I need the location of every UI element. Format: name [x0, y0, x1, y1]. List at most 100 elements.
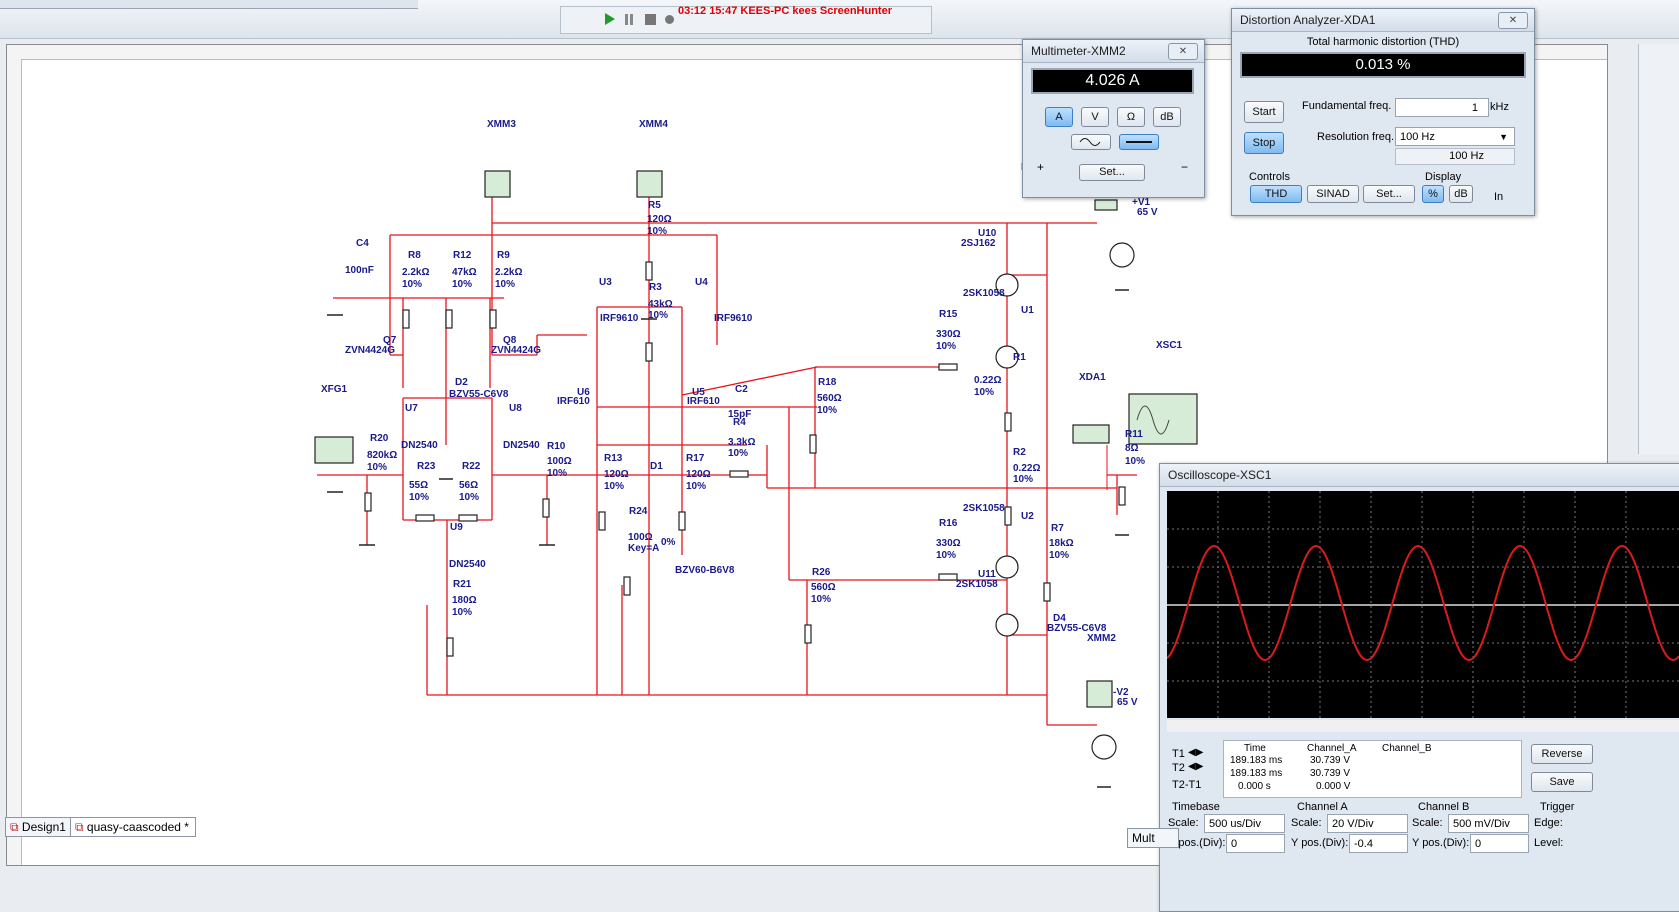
- label-d4t: BZV55-C6V8: [1047, 623, 1107, 634]
- run-icon[interactable]: [605, 13, 615, 25]
- close-icon[interactable]: ✕: [1168, 43, 1198, 60]
- percent-button[interactable]: %: [1422, 185, 1444, 203]
- label-q7: Q7: [383, 335, 397, 346]
- tab-quasy-label: quasy-caascoded *: [86, 820, 189, 834]
- label-r22: R22: [462, 461, 481, 472]
- multimeter-readout: 4.026 A: [1031, 68, 1194, 94]
- instrument-toolbar: [1608, 44, 1679, 454]
- stop-button[interactable]: Stop: [1244, 132, 1284, 154]
- row1-channel-a: 30.739 V: [1310, 755, 1351, 766]
- ohms-button[interactable]: Ω: [1117, 107, 1145, 127]
- set-button[interactable]: Set...: [1363, 185, 1415, 203]
- label-r21v: 180Ω: [452, 595, 477, 606]
- label-r11v: 8Ω: [1125, 443, 1139, 454]
- label-r9v: 2.2kΩ: [495, 267, 523, 278]
- label-u7t: DN2540: [401, 440, 438, 451]
- label-r21: R21: [453, 579, 472, 590]
- label-bzv60: BZV60-B6V8: [675, 565, 735, 576]
- reverse-button[interactable]: Reverse: [1531, 744, 1593, 764]
- label-d4: D4: [1053, 613, 1066, 624]
- label-r10t: 10%: [547, 468, 568, 479]
- channel-b-header: Channel_B: [1382, 743, 1432, 754]
- fundamental-freq-unit: kHz: [1490, 101, 1509, 113]
- label-c4v: 100nF: [345, 265, 374, 276]
- close-icon[interactable]: ✕: [1498, 12, 1528, 29]
- resolution-freq-value: 100 Hz: [1400, 131, 1435, 143]
- t2-arrows[interactable]: ◀▶: [1188, 761, 1204, 772]
- label-r13v: 120Ω: [604, 469, 629, 480]
- amps-button[interactable]: A: [1045, 107, 1073, 127]
- label-u3: U3: [599, 277, 612, 288]
- sinad-button[interactable]: SINAD: [1307, 185, 1359, 203]
- label-r3v: 43kΩ: [648, 299, 673, 310]
- ac-button[interactable]: [1071, 134, 1111, 150]
- t1-arrows[interactable]: ◀▶: [1188, 747, 1204, 758]
- set-button[interactable]: Set...: [1079, 164, 1145, 181]
- stop-icon[interactable]: [645, 14, 656, 25]
- label-r24v: 100Ω: [628, 532, 653, 543]
- dc-button[interactable]: [1119, 134, 1159, 150]
- start-button[interactable]: Start: [1244, 101, 1284, 123]
- label-r8v: 2.2kΩ: [402, 267, 430, 278]
- thd-button[interactable]: THD: [1250, 185, 1302, 203]
- tab-multimeter[interactable]: Mult: [1127, 828, 1179, 848]
- cursor-readout-table: Time Channel_A Channel_B 189.183 ms 30.7…: [1223, 740, 1522, 798]
- label-c2v: 15pF: [728, 409, 752, 420]
- multimeter-title: Multimeter-XMM2: [1023, 40, 1204, 63]
- label-r13t: 10%: [604, 481, 625, 492]
- resolution-freq-select[interactable]: 100 Hz ▼: [1395, 127, 1515, 146]
- time-header: Time: [1244, 743, 1266, 754]
- controls-label: Controls: [1249, 171, 1290, 183]
- volts-button[interactable]: V: [1081, 107, 1109, 127]
- resolution-freq-label: Resolution freq.: [1317, 131, 1395, 143]
- timebase-scale-input[interactable]: 500 us/Div: [1204, 814, 1285, 833]
- row3-time: 0.000 s: [1238, 781, 1271, 792]
- t1-label: T1: [1172, 748, 1185, 760]
- xpos-input[interactable]: 0: [1226, 834, 1285, 853]
- label-u6t: IRF610: [557, 396, 590, 407]
- grounds: [327, 289, 1129, 788]
- label-r26t: 10%: [811, 594, 832, 605]
- db-button[interactable]: dB: [1153, 107, 1181, 127]
- label-r4v: 3.3kΩ: [728, 437, 756, 448]
- save-button[interactable]: Save: [1531, 772, 1593, 792]
- scope-screen[interactable]: [1167, 491, 1679, 718]
- label-r17: R17: [686, 453, 705, 464]
- channel-a-ypos-input[interactable]: -0.4: [1349, 834, 1408, 853]
- scope-scrollbar[interactable]: [1167, 720, 1679, 732]
- step-icon[interactable]: [665, 15, 674, 24]
- tab-design1-label: Design1: [21, 820, 66, 834]
- label-r11: R11: [1125, 429, 1143, 440]
- tab-quasy-caascoded[interactable]: ⧉ quasy-caascoded *: [70, 817, 196, 837]
- channel-b-scale-label: Scale:: [1412, 817, 1443, 829]
- label-r24p: 0%: [661, 537, 676, 548]
- channel-a-scale-label: Scale:: [1291, 817, 1322, 829]
- label-r4t: 10%: [728, 448, 749, 459]
- fundamental-freq-input[interactable]: 1: [1395, 98, 1489, 117]
- label-c4: C4: [356, 238, 369, 249]
- channel-b-ypos-input[interactable]: 0: [1470, 834, 1529, 853]
- label-d1: D1: [650, 461, 663, 472]
- design-icon: ⧉: [10, 820, 22, 834]
- label-u4t: IRF9610: [714, 313, 753, 324]
- timebase-label: Timebase: [1172, 801, 1220, 813]
- tab-design1[interactable]: ⧉ Design1: [5, 817, 73, 837]
- db-button[interactable]: dB: [1449, 185, 1473, 203]
- channel-b-scale-input[interactable]: 500 mV/Div: [1448, 814, 1529, 833]
- label-r12: R12: [453, 250, 472, 261]
- label-r16: R16: [939, 518, 958, 529]
- label-xfg1: XFG1: [321, 384, 348, 395]
- channel-a-scale-input[interactable]: 20 V/Div: [1327, 814, 1408, 833]
- label-r23v: 55Ω: [409, 480, 429, 491]
- label-u6: U6: [577, 387, 590, 398]
- resolution-readout-value: 100 Hz: [1449, 150, 1484, 162]
- label-u2: U2: [1021, 511, 1034, 522]
- label-r7t: 10%: [1049, 550, 1070, 561]
- label-r12v: 47kΩ: [452, 267, 477, 278]
- label-r1: R1: [1013, 352, 1026, 363]
- label-r11t: 10%: [1125, 456, 1146, 467]
- label-r13: R13: [604, 453, 623, 464]
- pause-icon[interactable]: [625, 14, 628, 25]
- fundamental-freq-label: Fundamental freq.: [1302, 100, 1392, 112]
- channel-b-label: Channel B: [1418, 801, 1470, 813]
